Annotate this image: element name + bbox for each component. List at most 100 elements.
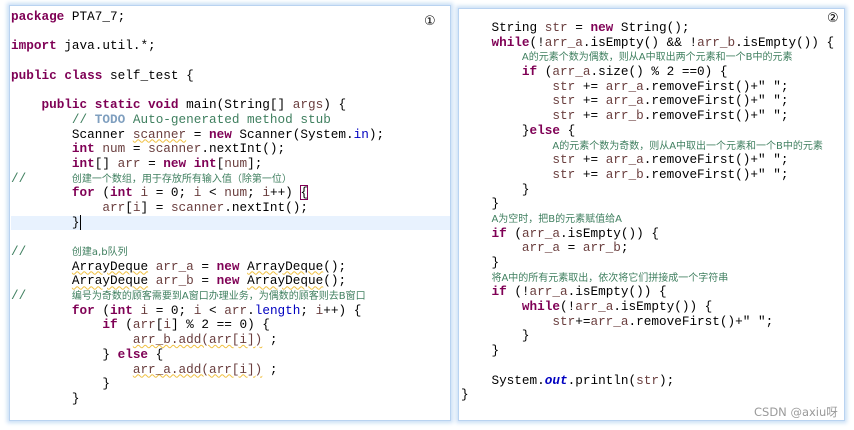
code-token: } [461, 387, 469, 403]
code-token: (! [529, 34, 545, 50]
code-token: arr_a [590, 313, 629, 329]
code-token: arr_a [544, 34, 583, 50]
code-line: int num = scanner.nextInt(); [11, 141, 450, 157]
code-token: arr_a [605, 93, 644, 109]
watermark: CSDN @axiu呀 [754, 405, 838, 419]
code-token [11, 97, 41, 112]
code-keyword: public static void [41, 97, 179, 113]
code-line: A的元素个数为奇数，则从A中取出一个元素和一个B中的元素 [461, 139, 844, 154]
code-line: if (arr[i] % 2 == 0) { [11, 318, 450, 333]
code-line: A的元素个数为偶数，则从A中取出两个元素和一个B中的元素 [461, 50, 844, 65]
code-line: } [461, 329, 844, 344]
code-token [11, 141, 72, 156]
code-keyword: int [71, 155, 95, 171]
code-token: arr [102, 199, 126, 215]
code-token: arr_a [575, 299, 614, 315]
code-line: if (!arr_a.isEmpty()) { [461, 285, 844, 300]
code-token [461, 299, 522, 314]
code-keyword: new [590, 20, 614, 35]
code-comment: 创建一个数组，用于存放所有输入值（除第一位） [71, 173, 292, 185]
code-token: java.util.*; [56, 38, 156, 54]
code-token: arr_a [552, 64, 591, 80]
code-token: scanner [170, 199, 225, 215]
code-token: args [292, 97, 324, 113]
code-token: ); [368, 126, 385, 142]
code-token: += [575, 108, 606, 124]
code-token: = [140, 155, 164, 171]
code-line [11, 25, 450, 40]
code-token: ] = [140, 199, 171, 215]
code-line: ArrayDeque arr_b = new ArrayDeque(); [11, 274, 450, 289]
code-token: = [567, 20, 591, 35]
code-line: } else { [11, 347, 450, 363]
code-token: += [575, 166, 606, 182]
code-token: arr_a [155, 258, 194, 274]
code-token [148, 259, 156, 274]
code-keyword: for [71, 302, 95, 318]
code-token: ( [117, 317, 133, 333]
code-token: (! [506, 284, 530, 300]
code-token [11, 303, 72, 318]
code-line: }else { [461, 123, 844, 139]
code-line: while(!arr_a.isEmpty() && !arr_b.isEmpty… [461, 34, 844, 51]
code-token: ); [658, 372, 675, 388]
code-token: .size() % 2 ==0) { [590, 64, 728, 80]
code-line: for (int i = 0; i < arr.length; i++) { [11, 302, 450, 319]
code-token [11, 362, 133, 377]
code-keyword: int [71, 141, 95, 157]
code-keyword: while [521, 299, 560, 315]
code-line: arr_a.add(arr[i]) ; [11, 361, 450, 378]
code-token: . [247, 302, 255, 318]
code-token [11, 259, 72, 274]
code-editor-right[interactable]: String str = new String(); while(!arr_a.… [461, 20, 844, 403]
code-token: ( [506, 225, 522, 241]
code-token [148, 273, 156, 288]
code-token: self_test { [102, 67, 194, 83]
code-token: Scanner(System. [231, 126, 354, 142]
code-line: } [461, 196, 844, 212]
code-token: = [193, 258, 217, 274]
code-editor-left[interactable]: package PTA7_7; import java.util.*; publ… [11, 9, 450, 407]
code-keyword: new [216, 273, 240, 289]
code-token [11, 112, 72, 127]
code-line [11, 230, 450, 245]
code-token: ; [247, 185, 263, 201]
code-token: } [461, 255, 500, 270]
code-line: if (arr_a.size() % 2 ==0) { [461, 64, 844, 80]
code-token: i [315, 302, 324, 318]
code-token: arr [132, 317, 156, 333]
code-token: ( [537, 64, 553, 80]
code-token [461, 314, 552, 329]
code-token: ) { [323, 97, 347, 113]
code-token: ArrayDeque [71, 258, 149, 274]
code-token: in [353, 126, 369, 142]
code-token: arr_a [521, 240, 560, 256]
code-token: = 0; [148, 185, 194, 201]
code-token: } [461, 181, 530, 197]
code-token: num [224, 185, 248, 201]
code-token: ; [262, 361, 278, 377]
code-keyword: if [491, 284, 507, 300]
code-line: str += arr_b.removeFirst()+" "; [461, 166, 844, 183]
code-token: arr [117, 155, 141, 171]
code-line: // 创建一个数组，用于存放所有输入值（除第一位） [11, 171, 450, 187]
code-token: scanner [132, 126, 187, 142]
code-token: i [132, 199, 141, 215]
code-token: ++) [269, 185, 301, 201]
code-token: ArrayDeque [247, 273, 324, 289]
code-line: } [11, 391, 450, 407]
code-token: str [552, 108, 576, 124]
code-keyword: int [110, 185, 133, 201]
code-line: } [461, 255, 844, 271]
code-token: ; [300, 302, 316, 318]
code-token: String [461, 20, 545, 35]
code-token [461, 64, 522, 79]
code-token: PTA7_7; [64, 9, 126, 24]
code-keyword: import [11, 38, 57, 54]
code-line: } [461, 181, 844, 198]
code-token: ; [262, 332, 278, 348]
code-token [461, 93, 552, 108]
code-token: arr_b [697, 34, 736, 50]
code-keyword: package [11, 9, 65, 24]
code-line: ArrayDeque arr_a = new ArrayDeque(); [11, 258, 450, 275]
